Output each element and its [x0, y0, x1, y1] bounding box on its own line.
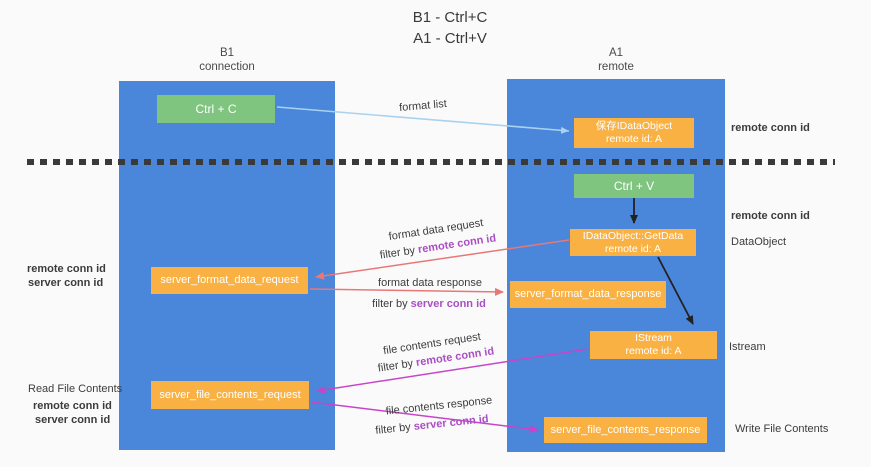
server-conn-id-highlight: server conn id	[413, 413, 490, 433]
diagram-title: B1 - Ctrl+C A1 - Ctrl+V	[340, 7, 560, 49]
filter-prefix: filter by	[377, 357, 417, 375]
getdata-remote-id: remote id: A	[604, 242, 662, 255]
istream-remote-id: remote id: A	[625, 345, 682, 357]
left-remote-conn-id-label-2: remote conn id	[33, 400, 112, 412]
column-header-a1: A1 remote	[507, 46, 725, 74]
filter-by-server-conn-id-label-1: filter by server conn id	[372, 298, 486, 310]
ctrl-v-node: Ctrl + V	[574, 174, 694, 198]
server-file-contents-response-node: server_file_contents_response	[544, 417, 707, 443]
idataobject-getdata-node: IDataObject::GetData remote id: A	[570, 229, 696, 256]
server-format-data-response-node: server_format_data_response	[510, 281, 666, 308]
filter-prefix: filter by	[372, 298, 411, 310]
format-data-response-arrow	[309, 287, 504, 296]
write-file-contents-label: Write File Contents	[735, 423, 829, 435]
server-format-data-request-node: server_format_data_request	[151, 267, 308, 294]
ctrl-c-node: Ctrl + C	[157, 95, 275, 123]
title-line-2: A1 - Ctrl+V	[413, 30, 487, 47]
title-line-1: B1 - Ctrl+C	[412, 9, 488, 26]
left-server-conn-id-label-2: server conn id	[35, 414, 111, 426]
column-a1-name: A1	[608, 47, 624, 59]
column-a1-role: remote	[598, 61, 634, 73]
filter-prefix: filter by	[374, 420, 415, 437]
save-idataobject-node: 保存IDataObject remote id: A	[574, 118, 694, 148]
left-remote-conn-id-label-1: remote conn id	[27, 263, 106, 275]
istream-node: IStream remote id: A	[590, 331, 717, 359]
format-list-label: format list	[398, 97, 448, 115]
dataobject-label: DataObject	[731, 236, 787, 248]
save-idataobject-remote-id: remote id: A	[605, 133, 663, 145]
istream-margin-label: Istream	[729, 341, 766, 353]
read-file-contents-label: Read File Contents	[28, 383, 123, 395]
server-file-contents-request-node: server_file_contents_request	[151, 381, 309, 409]
format-data-response-label: format data response	[378, 277, 482, 289]
column-b1-name: B1	[219, 47, 235, 59]
istream-label: IStream	[635, 332, 672, 344]
column-b1-role: connection	[199, 61, 255, 73]
filter-prefix: filter by	[379, 244, 419, 262]
getdata-label: IDataObject::GetData	[582, 229, 684, 242]
server-conn-id-highlight: server conn id	[410, 298, 486, 310]
save-idataobject-label: 保存IDataObject	[595, 120, 673, 132]
right-remote-conn-id-label-2: remote conn id	[731, 210, 810, 222]
column-header-b1: B1 connection	[119, 46, 335, 74]
right-remote-conn-id-label-1: remote conn id	[731, 122, 810, 134]
left-server-conn-id-label-1: server conn id	[28, 277, 104, 289]
copy-paste-separator-dashed-line	[27, 159, 835, 165]
